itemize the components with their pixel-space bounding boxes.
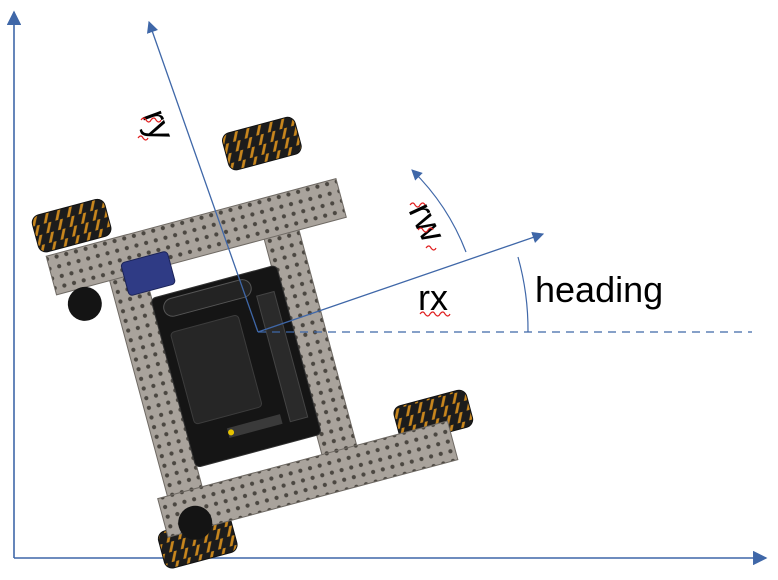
- mecanum-robot-icon: [23, 91, 490, 580]
- rw-label: rw: [401, 196, 455, 249]
- heading-label: heading: [535, 269, 663, 310]
- wheel-front-right: [221, 116, 303, 172]
- heading-arc: [518, 257, 528, 332]
- ry-label: ry: [134, 104, 183, 146]
